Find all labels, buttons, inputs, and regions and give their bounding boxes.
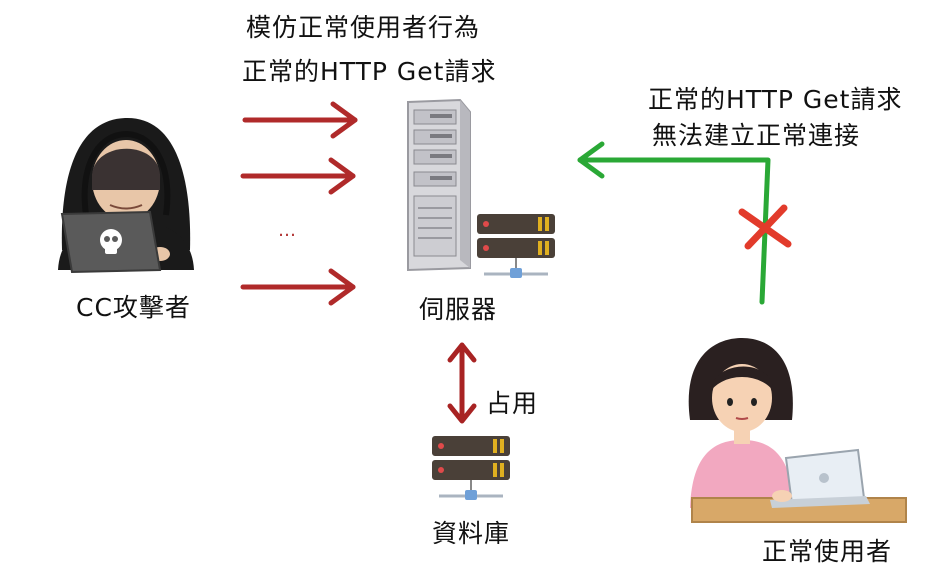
database-icon	[432, 436, 510, 500]
attack-arrow-3	[240, 268, 356, 306]
occupy-label: 占用	[486, 389, 539, 418]
attack-arrow-2	[240, 157, 356, 195]
mimic-label-line2: 正常的HTTP Get請求	[242, 57, 497, 86]
occupy-arrow	[447, 342, 477, 424]
hacker-icon	[58, 117, 194, 274]
user-request-label-line1: 正常的HTTP Get請求	[648, 85, 903, 114]
user-label: 正常使用者	[762, 537, 893, 566]
attack-arrow-1	[242, 101, 358, 139]
database-label: 資料庫	[432, 519, 511, 548]
server-rack-icon	[477, 214, 555, 278]
user-request-label-line2: 無法建立正常連接	[652, 121, 861, 150]
ellipsis-label: …	[278, 220, 298, 241]
server-label: 伺服器	[419, 295, 498, 324]
user-request-arrow	[577, 141, 771, 305]
blocked-x-icon	[738, 204, 792, 250]
server-tower-icon	[407, 98, 471, 272]
user-icon	[688, 338, 907, 523]
attacker-label: CC攻擊者	[76, 293, 191, 322]
mimic-label-line1: 模仿正常使用者行為	[246, 13, 481, 42]
